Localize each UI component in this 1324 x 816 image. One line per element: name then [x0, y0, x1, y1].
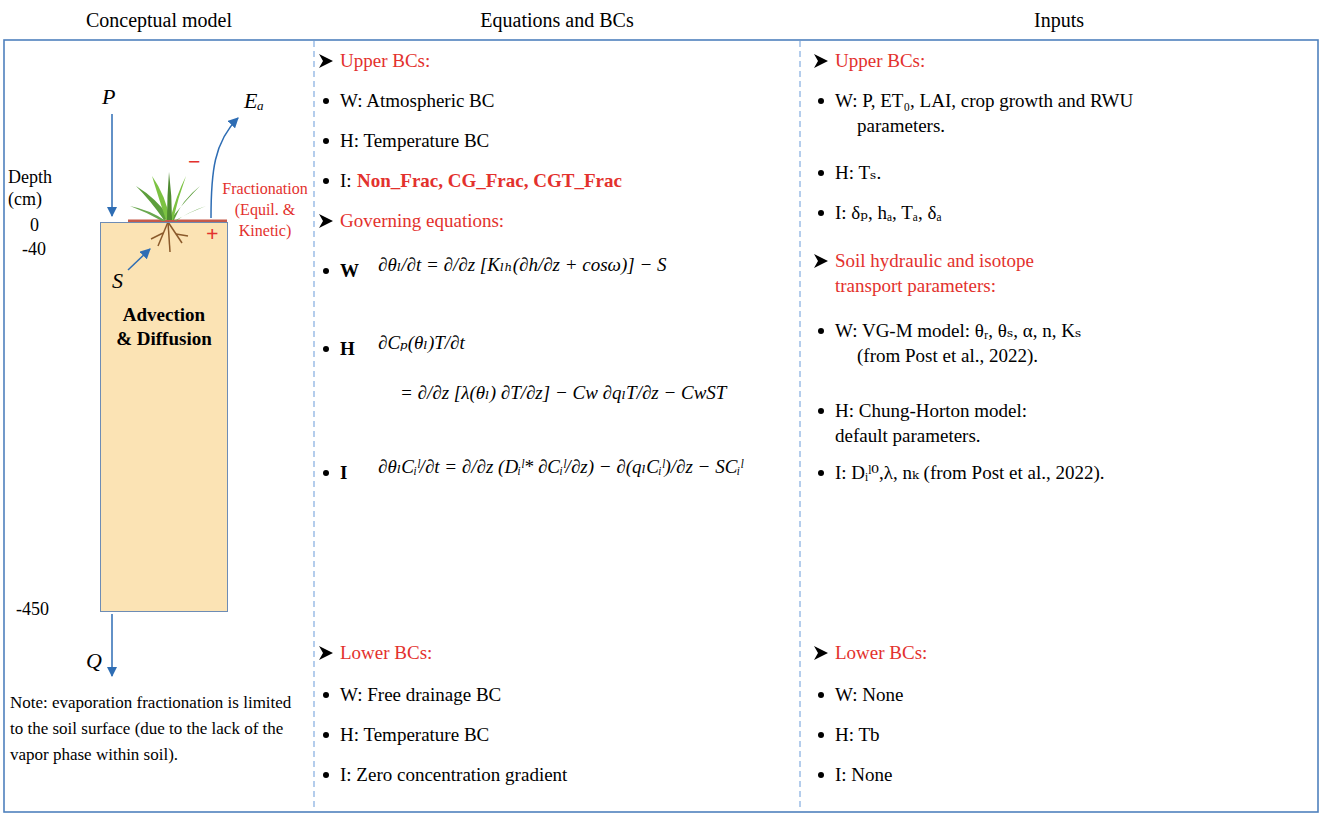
- bullet-dot: [818, 772, 824, 778]
- list-item: W: None: [835, 682, 903, 707]
- soil-fill: [100, 222, 228, 612]
- plant-roots: [151, 222, 188, 252]
- flux-arrows: [112, 114, 238, 676]
- equation: = ∂/∂z [λ(θₗ) ∂T/∂z] − Cw ∂qₗT/∂z − CwST: [400, 380, 793, 406]
- column-heading: Inputs: [800, 0, 1318, 32]
- arrow-bullet: [814, 254, 828, 268]
- bullet-dot: [818, 408, 824, 414]
- list-item: H: Tₛ.: [835, 160, 881, 185]
- process-note: Fractionation (Equil. & Kinetic): [220, 178, 310, 241]
- list-item: I: δₚ, hₐ, Tₐ, δₐ: [835, 200, 942, 225]
- column-separator: [799, 41, 800, 811]
- depth-label: -450: [16, 598, 49, 620]
- section-heading: Lower BCs:: [835, 640, 927, 665]
- arrow-bullet: [319, 54, 333, 68]
- list-item: W: Free drainage BC: [340, 682, 501, 707]
- equation-tag: I: [340, 460, 347, 485]
- arrow-bullet: [319, 214, 333, 228]
- list-item: W: VG-M model: θᵣ, θₛ, α, n, Kₛ (from Po…: [835, 318, 1125, 368]
- arrow-bullet: [814, 646, 828, 660]
- variable-label: Eₐ: [244, 88, 264, 114]
- sign-label: −: [188, 150, 201, 174]
- list-item: H: Chung-Horton model: default parameter…: [835, 398, 1065, 448]
- outer-frame: [4, 40, 1318, 812]
- list-item: W: Atmospheric BC: [340, 88, 494, 113]
- section-heading: Governing equations:: [340, 208, 504, 233]
- bullet-dot: [323, 692, 329, 698]
- option-list: Non_Frac, CG_Frac, CGT_Frac: [357, 168, 622, 193]
- bullet-dot: [323, 772, 329, 778]
- variable-label: P: [102, 84, 115, 110]
- bullet-dot: [818, 170, 824, 176]
- bullet-dot: [818, 210, 824, 216]
- equation-tag: H: [340, 336, 355, 361]
- sign-label: +: [206, 222, 219, 246]
- bullet-dot: [323, 138, 329, 144]
- section-heading: Upper BCs:: [340, 48, 430, 73]
- equation: ∂θₗ/∂t = ∂/∂z [Kₗₕ(∂h/∂z + cosω)] − S: [378, 252, 793, 278]
- list-item: H: Temperature BC: [340, 128, 489, 153]
- process-label: Advection & Diffusion: [114, 223, 214, 351]
- equation: ∂θₗCᵢˡ/∂t = ∂/∂z (Dᵢˡ* ∂Cᵢˡ/∂z) − ∂(qₗCᵢ…: [378, 454, 793, 480]
- list-item: I: Dᵢˡ⁰,λ, nₖ (from Post et al., 2022).: [835, 460, 1105, 485]
- equation: ∂Cₚ(θₗ)T/∂t: [378, 330, 793, 356]
- bullet-dot: [323, 98, 329, 104]
- list-item: W: P, ET₀, LAI, crop growth and RWU para…: [835, 88, 1135, 138]
- list-item: I: Zero concentration gradient: [340, 762, 567, 787]
- bullet-dot: [818, 732, 824, 738]
- column-heading: Equations and BCs: [314, 0, 800, 32]
- variable-label: Q: [86, 648, 102, 674]
- bullet-dot: [818, 328, 824, 334]
- list-item: I:: [340, 168, 352, 193]
- list-item: I: None: [835, 762, 893, 787]
- bullet-dot: [323, 346, 329, 352]
- bullet-dot: [818, 470, 824, 476]
- depth-label: -40: [22, 238, 46, 260]
- bullet-dot: [323, 178, 329, 184]
- note-text: Note: evaporation fractionation is limit…: [10, 690, 306, 768]
- bullet-dot: [323, 268, 329, 274]
- column-heading: Conceptual model: [4, 0, 314, 32]
- bullet-dot: [323, 470, 329, 476]
- arrow-bullet: [814, 54, 828, 68]
- arrow-bullet: [319, 646, 333, 660]
- variable-label: S: [112, 268, 123, 294]
- section-heading: Soil hydraulic and isotope transport par…: [835, 248, 1085, 298]
- panel-column: Conceptual modelAdvection & Diffusion: [4, 0, 314, 812]
- bullet-dot: [323, 732, 329, 738]
- column-separator: [313, 41, 314, 811]
- list-item: H: Temperature BC: [340, 722, 489, 747]
- list-item: H: Tb: [835, 722, 880, 747]
- section-heading: Upper BCs:: [835, 48, 925, 73]
- section-heading: Lower BCs:: [340, 640, 432, 665]
- bullet-dot: [818, 98, 824, 104]
- depth-label: Depth (cm): [8, 166, 70, 210]
- equation-tag: W: [340, 258, 359, 283]
- bullet-dot: [818, 692, 824, 698]
- depth-label: 0: [30, 214, 39, 236]
- plant: [130, 172, 206, 221]
